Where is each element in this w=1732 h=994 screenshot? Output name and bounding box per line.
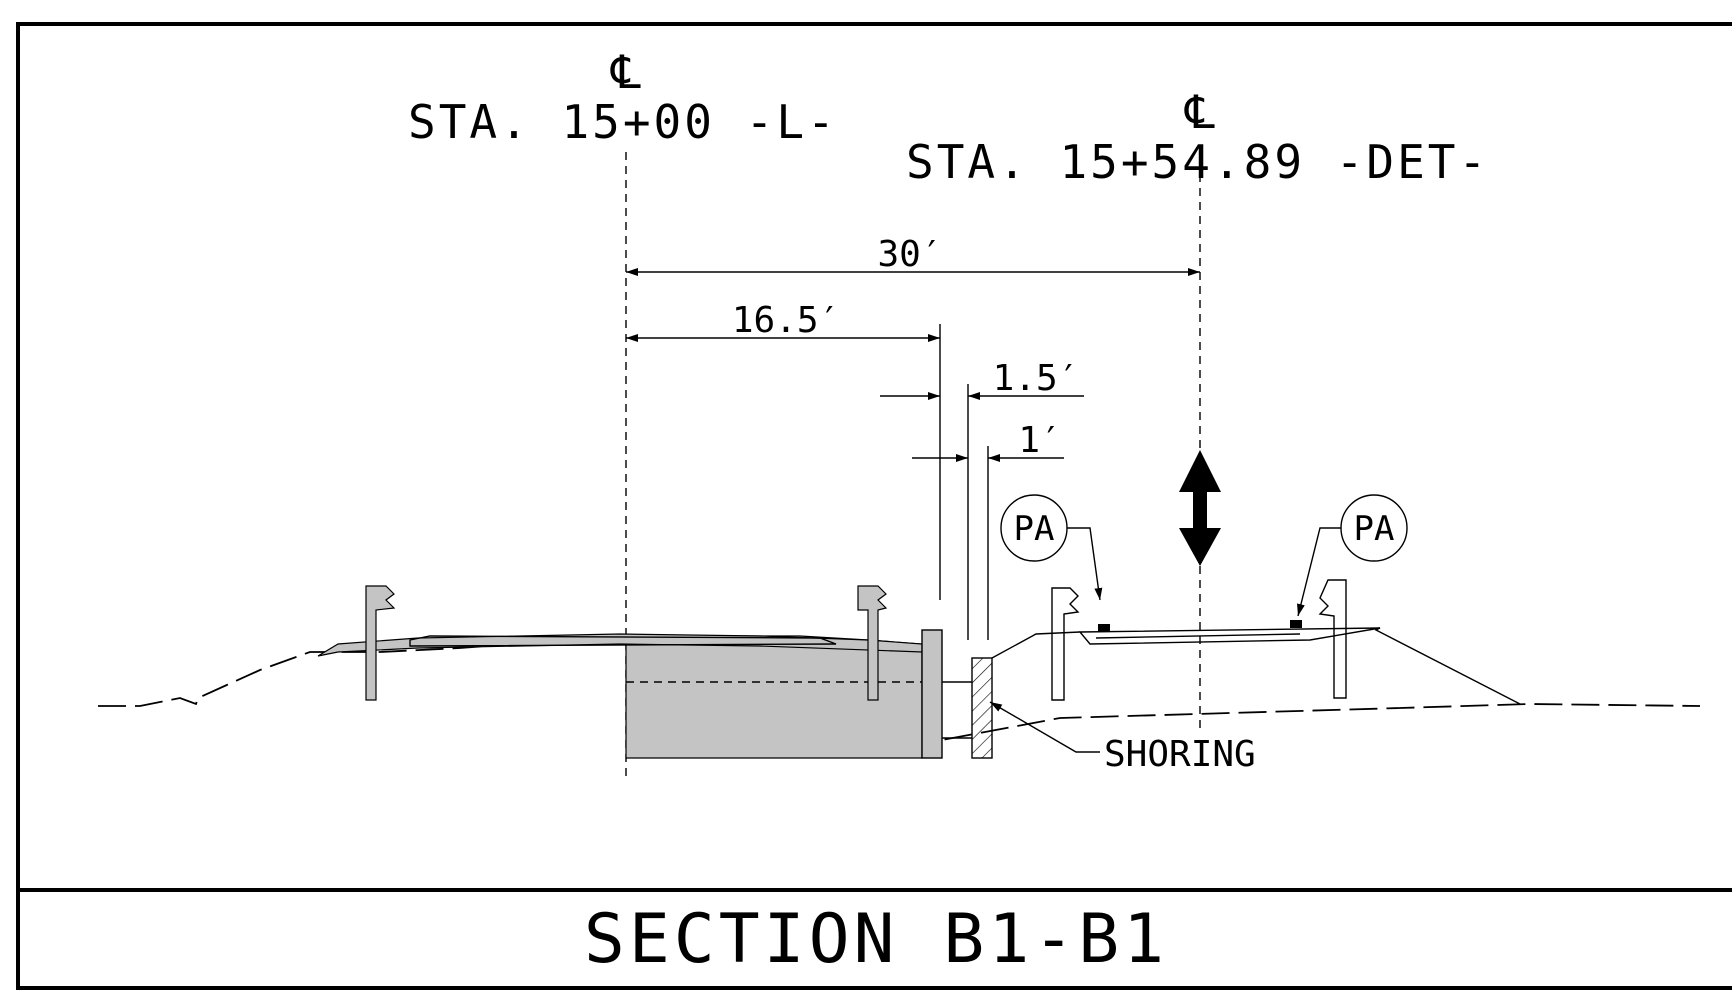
section-title: SECTION B1-B1 (584, 900, 1168, 979)
shoring-callout-label: SHORING (1104, 734, 1256, 775)
dimension-30ft: 30′ (626, 234, 1200, 276)
shoring-wall-left (921, 629, 943, 759)
dimension-1ft: 1′ (912, 420, 1064, 640)
station-label-l: STA. 15+00 -L- (408, 95, 838, 149)
dimension-1ft-label: 1′ (1018, 420, 1061, 461)
dimension-1-5ft-label: 1.5′ (993, 358, 1080, 399)
pa-callout-right-label: PA (1354, 509, 1395, 549)
pa-callout-left-label: PA (1014, 509, 1055, 549)
pa-marker-right (1290, 620, 1302, 628)
shoring-wall-right (971, 657, 993, 759)
pa-marker-left (1098, 624, 1110, 632)
centerline-symbol-1: ℄ (610, 45, 641, 99)
detour-barrier-right (1318, 579, 1347, 699)
center-barrier (857, 585, 888, 701)
dimension-16-5ft: 16.5′ (626, 300, 941, 600)
detour-pavement (1078, 627, 1381, 645)
vertical-double-arrow-icon (1179, 450, 1221, 566)
dimension-1-5ft: 1.5′ (880, 358, 1084, 640)
left-pavement-layer (409, 635, 837, 647)
dimension-16-5ft-label: 16.5′ (732, 300, 840, 341)
sheet-border (16, 22, 1732, 990)
dimension-30ft-label: 30′ (877, 234, 942, 275)
detour-slope-left (991, 631, 1081, 659)
left-barrier (365, 585, 396, 701)
detour-slope-right (1374, 627, 1521, 705)
station-label-det: STA. 15+54.89 -DET- (906, 135, 1489, 189)
pa-callout-right: PA (1297, 494, 1408, 617)
pa-callout-left: PA (1000, 494, 1103, 601)
centerline-symbol-2: ℄ (1184, 85, 1215, 139)
shoring-callout: SHORING (989, 701, 1256, 775)
detour-barrier-left (1051, 587, 1080, 701)
